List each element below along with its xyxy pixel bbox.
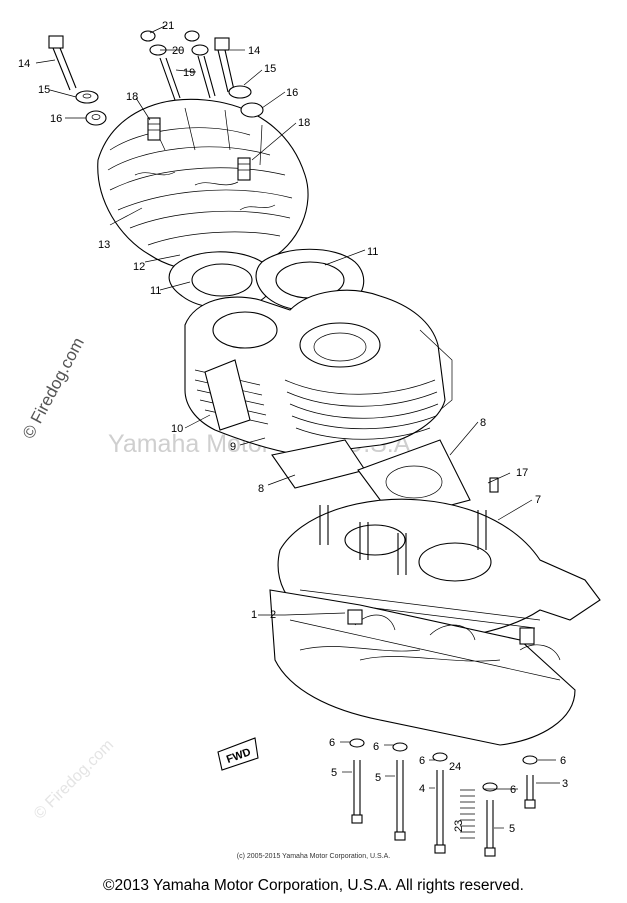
callout-1: 1 (251, 609, 257, 621)
callout-20: 20 (172, 45, 184, 57)
callout-23: 23 (453, 820, 465, 832)
callout-17: 17 (516, 467, 528, 479)
callout-5-c: 5 (509, 823, 515, 835)
copyright-notice: ©2013 Yamaha Motor Corporation, U.S.A. A… (103, 877, 524, 894)
callout-5-b: 5 (375, 772, 381, 784)
front-marker: FWD (217, 737, 259, 771)
crankcase-bolts (349, 738, 538, 857)
callout-12: 12 (133, 261, 145, 273)
cylinder-head (97, 98, 309, 273)
callout-3: 3 (562, 778, 568, 790)
callout-7: 7 (535, 494, 541, 506)
callout-6-c: 6 (419, 755, 425, 767)
head-fasteners (48, 30, 264, 126)
leader-lines (35, 24, 560, 829)
callout-5-a: 5 (331, 767, 337, 779)
callout-6-d: 6 (510, 784, 516, 796)
lower-crankcase (269, 589, 576, 746)
callout-19: 19 (183, 67, 195, 79)
callout-4: 4 (419, 783, 425, 795)
firedog-watermark-corner: © Firedog.com (31, 736, 117, 822)
callout-14-right: 14 (248, 45, 260, 57)
callout-13: 13 (98, 239, 110, 251)
callout-6-b: 6 (373, 741, 379, 753)
fine-print-copyright: (c) 2005-2015 Yamaha Motor Corporation, … (236, 853, 391, 860)
callout-6-a: 6 (329, 737, 335, 749)
callout-21: 21 (162, 20, 174, 32)
callout-2: 2 (270, 609, 276, 621)
callout-10: 10 (171, 423, 183, 435)
callout-15-right: 15 (264, 63, 276, 75)
callout-labels: 14 15 16 13 12 11 11 10 9 8 8 17 7 1 2 2… (18, 20, 568, 835)
callout-18-left: 18 (126, 91, 138, 103)
callout-8-left: 8 (258, 483, 264, 495)
cylinder-block (184, 289, 453, 456)
callout-8-right: 8 (480, 417, 486, 429)
firedog-watermark-left: © Firedog.com (19, 334, 88, 442)
callout-14-left: 14 (18, 58, 30, 70)
callout-11-right: 11 (367, 246, 378, 258)
callout-16-left: 16 (50, 113, 62, 125)
callout-16-right: 16 (286, 87, 298, 99)
callout-11-left: 11 (150, 285, 161, 297)
callout-24: 24 (449, 761, 461, 773)
callout-6-e: 6 (560, 755, 566, 767)
callout-9: 9 (230, 441, 236, 453)
callout-18-right: 18 (298, 117, 310, 129)
callout-15-left: 15 (38, 84, 50, 96)
